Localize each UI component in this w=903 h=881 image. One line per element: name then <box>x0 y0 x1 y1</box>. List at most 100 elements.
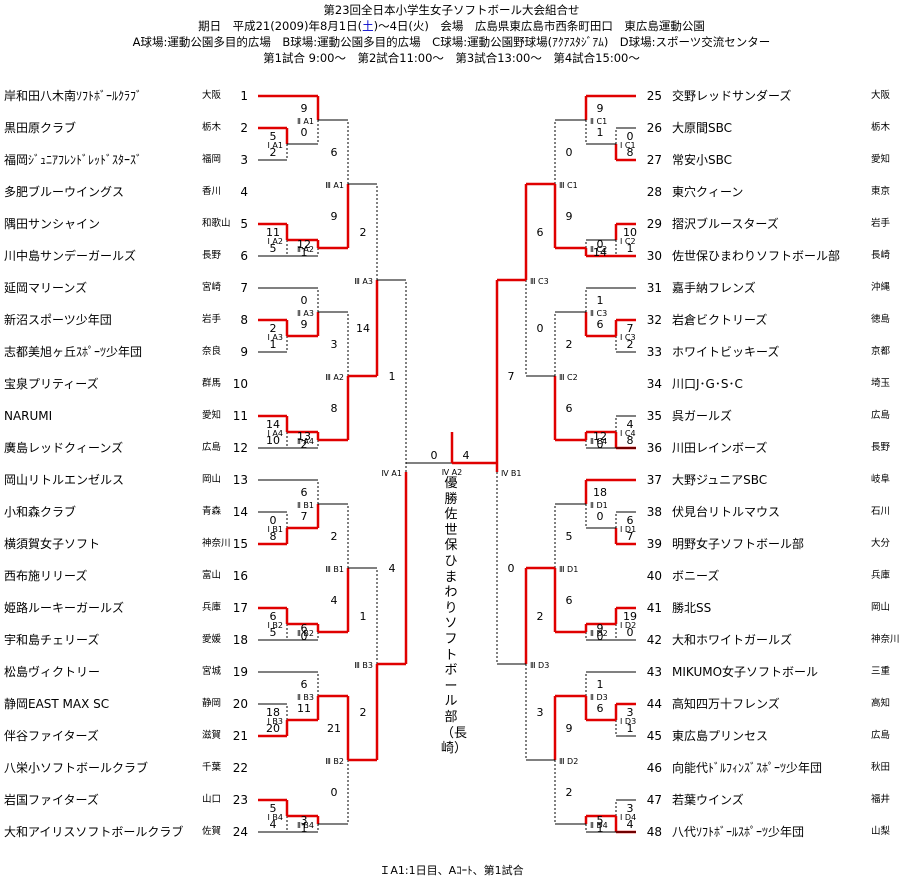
team-number: 43 <box>646 665 662 679</box>
team-name: 高知四万十フレンズ <box>672 697 780 711</box>
team-prefecture: 長野 <box>871 442 891 453</box>
team-name: 横須賀女子ソフト <box>4 537 101 551</box>
game-label: Ⅱ B3 <box>297 693 314 702</box>
team-name: 延岡マリーンズ <box>4 281 88 295</box>
score: 9 <box>597 622 604 635</box>
game-label: Ⅰ D1 <box>620 525 636 534</box>
team-name: 八栄小ソフトボールクラブ <box>4 761 149 775</box>
score: 2 <box>537 610 544 623</box>
team-number: 44 <box>646 697 662 711</box>
team-name: 伏見台リトルマウス <box>672 505 781 519</box>
team-number: 33 <box>646 345 662 359</box>
team-name: MIKUMO女子ソフトボール <box>672 665 819 679</box>
team-number: 40 <box>646 569 662 583</box>
game-label: Ⅱ C3 <box>590 309 607 318</box>
score: 6 <box>566 594 573 607</box>
team-number: 2 <box>240 121 248 135</box>
score: 9 <box>566 722 573 735</box>
score: 7 <box>301 510 308 523</box>
score: 4 <box>270 818 277 831</box>
game-label: Ⅲ C1 <box>559 181 578 190</box>
game-label: Ⅲ B2 <box>325 757 344 766</box>
score: 7 <box>508 370 515 383</box>
score: 6 <box>270 610 277 623</box>
score: 10 <box>266 434 280 447</box>
schedule-dates-part1: 期日 平成21(2009)年8月1日( <box>198 19 363 33</box>
score: 0 <box>331 786 338 799</box>
team-number: 28 <box>646 185 662 199</box>
score: 8 <box>270 530 277 543</box>
team-prefecture: 高知 <box>871 698 891 709</box>
score: 2 <box>566 786 573 799</box>
team-name: ボニーズ <box>672 569 720 583</box>
score: 9 <box>597 102 604 115</box>
score: 2 <box>301 438 308 451</box>
team-name: 小和森クラブ <box>4 505 77 519</box>
team-number: 15 <box>232 537 248 551</box>
team-prefecture: 山梨 <box>871 826 891 837</box>
game-label: Ⅱ A4 <box>297 437 314 446</box>
score: 1 <box>301 246 308 259</box>
team-prefecture: 奈良 <box>202 346 222 357</box>
score: 0 <box>597 438 604 451</box>
score: 1 <box>597 822 604 835</box>
score: 0 <box>431 449 438 462</box>
game-label: Ⅳ B1 <box>501 469 522 478</box>
team-name: 若葉ウインズ <box>672 793 744 807</box>
game-label: Ⅲ D2 <box>559 757 578 766</box>
score: 18 <box>266 706 280 719</box>
team-number: 11 <box>232 409 248 423</box>
team-prefecture: 福井 <box>871 794 891 805</box>
game-label: Ⅲ A1 <box>325 181 344 190</box>
team-name: 姫路ルーキーガールズ <box>4 601 125 615</box>
score: 6 <box>331 146 338 159</box>
team-prefecture: 長野 <box>202 250 222 261</box>
team-number: 48 <box>646 825 662 839</box>
game-label: Ⅰ B2 <box>268 621 283 630</box>
team-prefecture: 愛知 <box>202 410 222 421</box>
team-number: 16 <box>232 569 248 583</box>
score: 0 <box>508 562 515 575</box>
team-name: 川田レインボーズ <box>672 441 768 455</box>
team-prefecture: 千葉 <box>202 762 222 773</box>
team-number: 18 <box>232 633 248 647</box>
score: 8 <box>627 146 634 159</box>
score: 3 <box>537 706 544 719</box>
score: 1 <box>360 610 367 623</box>
team-number: 7 <box>240 281 248 295</box>
game-label: Ⅲ B3 <box>354 661 373 670</box>
game-label: Ⅱ A1 <box>297 117 314 126</box>
score: 6 <box>597 318 604 331</box>
team-prefecture: 青森 <box>202 506 222 517</box>
team-name: 宝泉プリティーズ <box>4 377 99 391</box>
team-prefecture: 兵庫 <box>202 602 222 613</box>
team-name: 静岡EAST MAX SC <box>4 697 110 711</box>
team-number: 46 <box>646 761 662 775</box>
score: 7 <box>627 530 634 543</box>
schedule-dates-part2: )～4日(火) 会場 広島県東広島市西条町田口 東広島運動公園 <box>373 19 705 33</box>
score: 8 <box>627 434 634 447</box>
team-number: 26 <box>646 121 662 135</box>
score: 0 <box>566 146 573 159</box>
schedule-line: 期日 平成21(2009)年8月1日(土)～4日(火) 会場 広島県東広島市西条… <box>0 18 903 34</box>
score: 2 <box>360 706 367 719</box>
score: 10 <box>623 226 637 239</box>
team-prefecture: 宮崎 <box>202 282 222 293</box>
game-label: Ⅱ B4 <box>297 821 314 830</box>
team-prefecture: 石川 <box>871 506 891 517</box>
score: 0 <box>301 126 308 139</box>
team-prefecture: 宮城 <box>202 666 222 677</box>
team-prefecture: 群馬 <box>202 378 222 389</box>
team-number: 14 <box>232 505 248 519</box>
team-name: 東広島プリンセス <box>672 729 769 743</box>
team-number: 39 <box>646 537 662 551</box>
game-label: Ⅰ B4 <box>268 813 283 822</box>
score: 7 <box>627 322 634 335</box>
score: 1 <box>270 338 277 351</box>
score: 0 <box>537 322 544 335</box>
team-number: 47 <box>646 793 662 807</box>
score: 2 <box>331 530 338 543</box>
team-prefecture: 沖縄 <box>871 282 891 293</box>
score: 5 <box>566 530 573 543</box>
score: 2 <box>627 338 634 351</box>
